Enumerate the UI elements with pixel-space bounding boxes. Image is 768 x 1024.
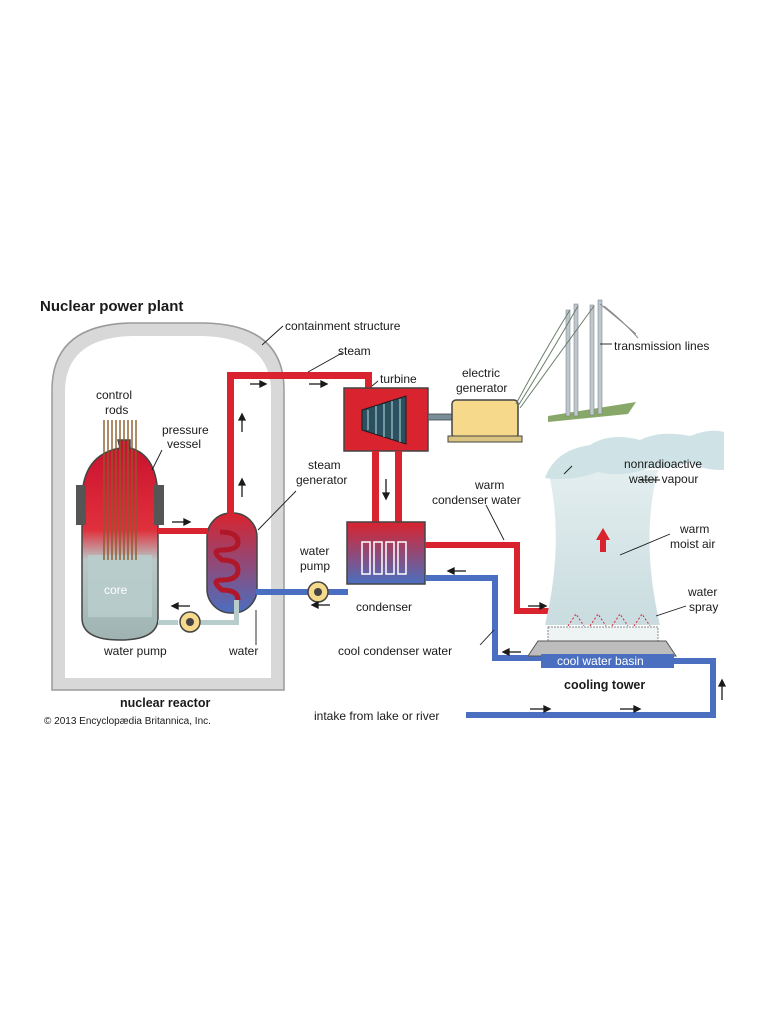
water-label: water — [228, 644, 258, 658]
steam-generator-label-2: generator — [296, 473, 347, 487]
condenser-coils — [361, 541, 407, 575]
pressure-vessel-label-2: vessel — [167, 437, 201, 451]
transmission-lines-label: transmission lines — [614, 339, 709, 353]
steam-down-pipe — [365, 372, 372, 390]
warm-condenser-water-label-1: warm — [474, 478, 504, 492]
nuclear-reactor-label: nuclear reactor — [120, 696, 210, 710]
nonradioactive-label-2: water vapour — [628, 472, 698, 486]
return-pipe — [196, 620, 236, 625]
cool-water-pipe-h1 — [425, 575, 498, 581]
warm-water-pipe-v — [514, 542, 520, 614]
exhaust-pipe-right — [395, 451, 402, 523]
reactor-water-pump — [179, 611, 201, 633]
control-rods-label-1: control — [96, 388, 132, 402]
intake-pipe-h — [466, 712, 716, 718]
water-spray-label-1: water — [687, 585, 717, 599]
hot-leg-pipe — [158, 528, 208, 534]
intake-pipe-v — [710, 660, 716, 718]
cooling-tower-label: cooling tower — [564, 678, 645, 692]
steam-generator-coil — [213, 529, 241, 601]
feedwater-pipe — [256, 589, 348, 595]
electric-generator-label-2: generator — [456, 381, 507, 395]
flow-arrows — [170, 379, 727, 714]
steam-label: steam — [338, 344, 371, 358]
diagram-title: Nuclear power plant — [40, 298, 183, 315]
tower-base — [527, 640, 677, 657]
warm-condenser-water-label-2: condenser water — [432, 493, 521, 507]
basin-to-intake — [674, 658, 716, 664]
control-rods — [103, 420, 137, 560]
return-riser — [234, 600, 239, 625]
warm-moist-air-label-2: moist air — [670, 537, 715, 551]
nonradioactive-label-1: nonradioactive — [624, 457, 702, 471]
turbine-rotor — [361, 395, 407, 445]
cool-water-pipe-v — [492, 575, 498, 661]
control-rods-label-2: rods — [105, 403, 128, 417]
intake-label: intake from lake or river — [314, 709, 439, 723]
water-spray-label-2: spray — [689, 600, 718, 614]
exhaust-pipe-left — [372, 451, 379, 523]
warm-moist-air-label-1: warm — [679, 522, 709, 536]
water-vapour — [545, 430, 724, 480]
containment-structure-label: containment structure — [285, 319, 401, 333]
turbine-label: turbine — [380, 372, 417, 386]
cold-leg-pipe — [158, 620, 178, 625]
water-pump-mid-label-2: pump — [300, 559, 330, 573]
steam-generator-label-1: steam — [308, 458, 341, 472]
warm-air-arrow — [596, 528, 610, 552]
condenser-label: condenser — [356, 600, 412, 614]
steam-riser-pipe — [227, 372, 234, 514]
water-pump-mid-label-1: water — [299, 544, 329, 558]
cool-condenser-water-label: cool condenser water — [338, 644, 452, 658]
tower-fill — [547, 626, 659, 642]
steam-top-pipe — [227, 372, 372, 379]
copyright: © 2013 Encyclopædia Britannica, Inc. — [44, 716, 211, 727]
warm-water-pipe-h1 — [425, 542, 520, 548]
transmission-tower — [515, 299, 639, 422]
electric-generator — [447, 399, 523, 443]
electric-generator-label-1: electric — [462, 366, 500, 380]
water-pump-left-label: water pump — [103, 644, 167, 658]
leader-lines — [151, 325, 687, 646]
cool-water-pipe-h2 — [492, 655, 544, 661]
water-spray — [567, 613, 651, 627]
pressure-vessel-label-1: pressure — [162, 423, 209, 437]
core-label: core — [104, 583, 128, 597]
cool-water-basin — [541, 654, 674, 668]
feedwater-pump — [307, 581, 329, 603]
cool-water-basin-label: cool water basin — [557, 654, 644, 668]
